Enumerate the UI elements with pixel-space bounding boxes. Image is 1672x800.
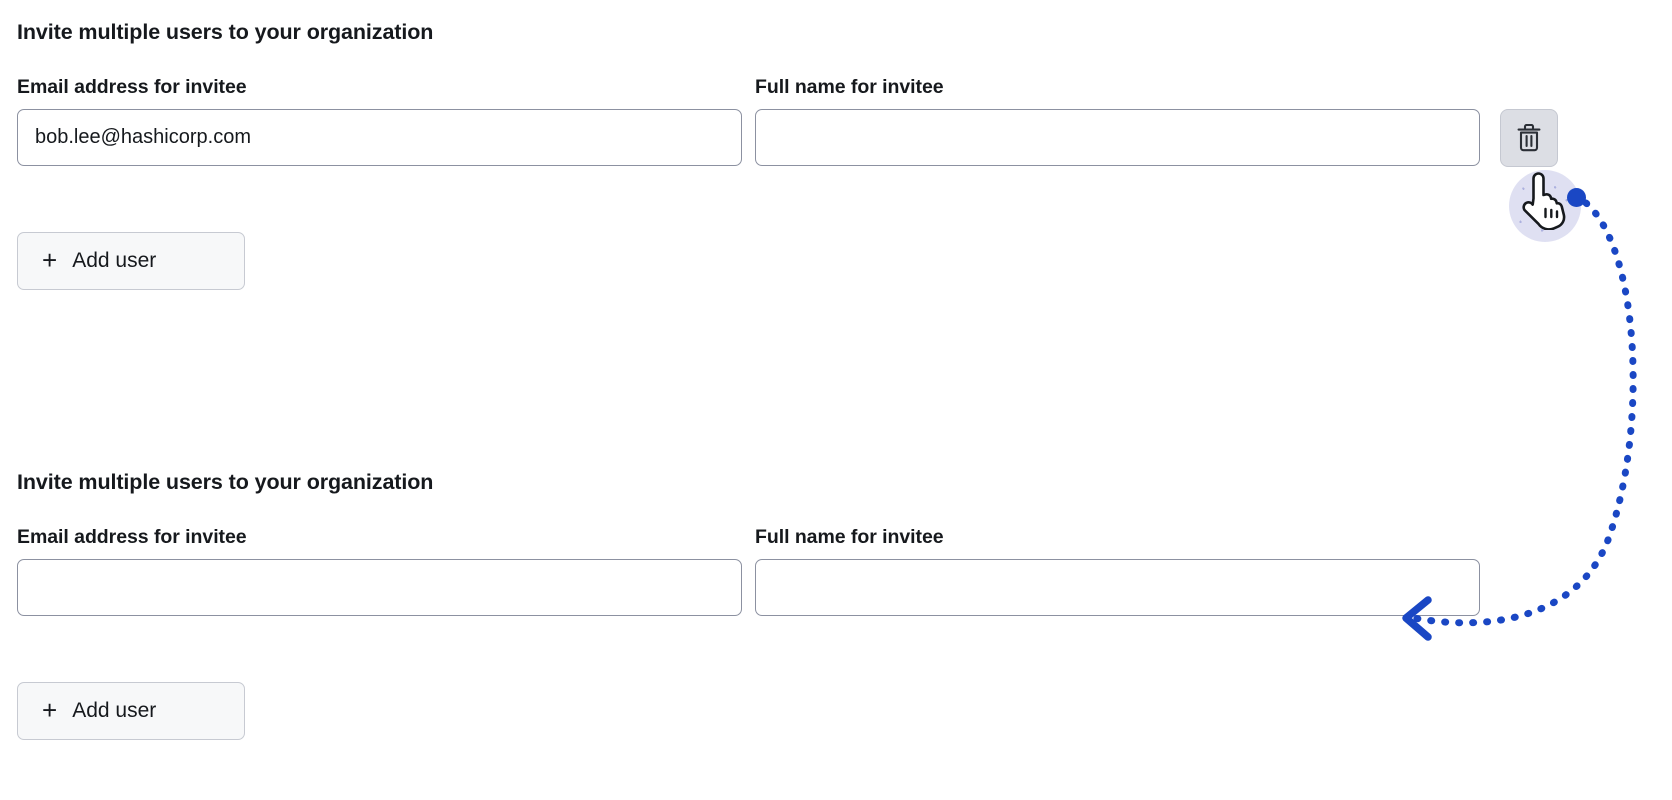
fullname-field-group-1: Full name for invitee	[755, 76, 1480, 166]
fullname-field-group-2: Full name for invitee	[755, 526, 1480, 616]
plus-icon-2: +	[42, 695, 58, 725]
email-field-label-2: Email address for invitee	[17, 526, 247, 548]
delete-invitee-button[interactable]	[1500, 109, 1558, 167]
add-user-button-label: Add user	[72, 249, 157, 272]
fullname-field-label-2: Full name for invitee	[755, 526, 944, 548]
email-input[interactable]	[17, 109, 742, 166]
email-field-group-1: Email address for invitee	[17, 76, 742, 166]
email-field-group-2: Email address for invitee	[17, 526, 742, 616]
email-field-label: Email address for invitee	[17, 76, 247, 98]
fullname-field-label: Full name for invitee	[755, 76, 944, 98]
invitee-field-row-2: Email address for invitee Full name for …	[0, 526, 1672, 646]
fullname-input[interactable]	[755, 109, 1480, 166]
page-title-secondary: Invite multiple users to your organizati…	[17, 470, 434, 494]
invitee-field-row-1: Email address for invitee Full name for …	[0, 76, 1672, 196]
fullname-input-2[interactable]	[755, 559, 1480, 616]
trash-icon	[1516, 124, 1542, 152]
plus-icon: +	[42, 245, 58, 275]
add-user-button-label-2: Add user	[72, 699, 157, 722]
email-input-2[interactable]	[17, 559, 742, 616]
add-user-button-2[interactable]: + Add user	[17, 682, 245, 740]
page-title: Invite multiple users to your organizati…	[17, 20, 434, 44]
add-user-button[interactable]: + Add user	[17, 232, 245, 290]
